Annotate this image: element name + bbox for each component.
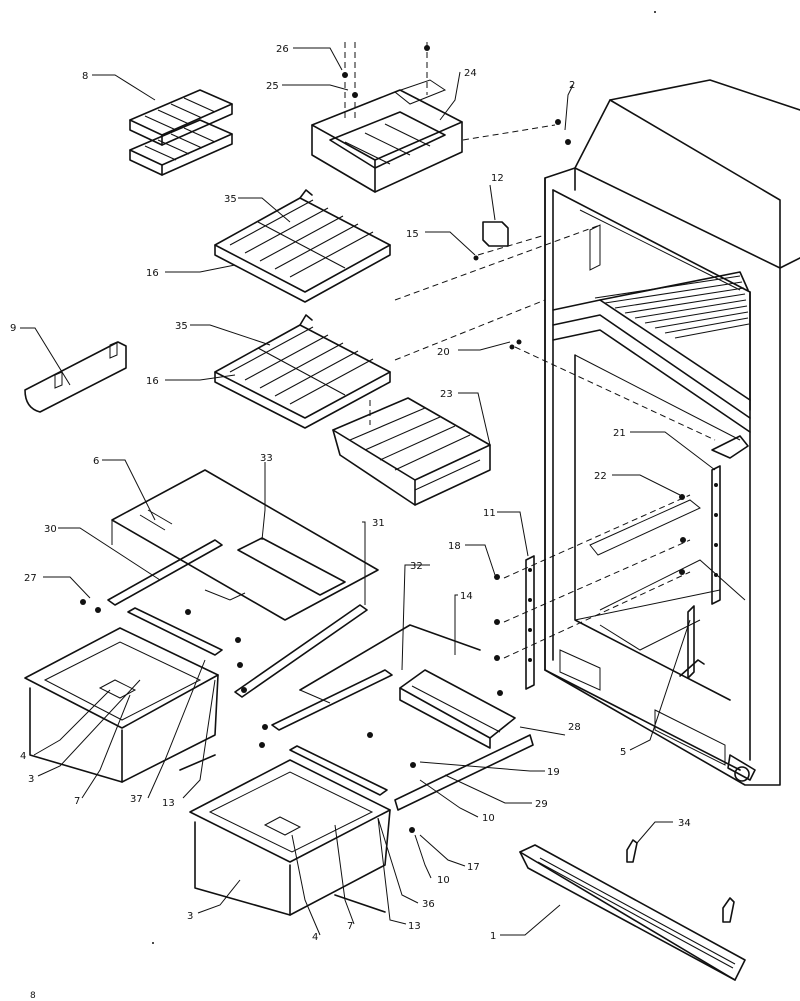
- drawer-screws: [80, 599, 416, 833]
- freezer-shelf-upper: [214, 189, 391, 303]
- door-bin-part-9: [24, 341, 127, 413]
- callout-6: 6: [93, 456, 99, 467]
- callout-10: 10: [437, 875, 450, 886]
- callout-7: 7: [347, 921, 353, 932]
- crisper-cover-part-6: [111, 469, 379, 621]
- callout-15: 15: [406, 229, 419, 240]
- page-number: 8: [30, 991, 36, 1001]
- drawer-slide-right: [271, 624, 534, 811]
- callout-19: 19: [547, 767, 560, 778]
- callout-22: 22: [594, 471, 607, 482]
- shelf-rail-part-11: [525, 555, 535, 690]
- callout-33: 33: [260, 453, 273, 464]
- callout-10: 10: [482, 813, 495, 824]
- freezer-shelf-lower: [214, 314, 391, 429]
- callout-16: 16: [146, 268, 159, 279]
- callout-20: 20: [437, 347, 450, 358]
- callout-13: 13: [162, 798, 175, 809]
- callout-35: 35: [224, 194, 237, 205]
- callout-12: 12: [491, 173, 504, 184]
- crisper-drawer-left: [24, 627, 219, 783]
- callout-24: 24: [464, 68, 477, 79]
- callout-36: 36: [422, 899, 435, 910]
- callout-26: 26: [276, 44, 289, 55]
- callout-2: 2: [569, 80, 575, 91]
- callout-11: 11: [483, 508, 496, 519]
- callout-23: 23: [440, 389, 453, 400]
- callout-30: 30: [44, 524, 57, 535]
- callout-1: 1: [490, 931, 496, 942]
- crisper-drawer-right: [189, 759, 391, 916]
- callout-9: 9: [10, 323, 16, 334]
- callout-17: 17: [467, 862, 480, 873]
- shelf-rail-part-21: [711, 435, 749, 605]
- mount-lines: [342, 42, 716, 659]
- wire-basket-part-23: [332, 397, 491, 506]
- callout-32: 32: [410, 561, 423, 572]
- callout-37: 37: [130, 794, 143, 805]
- callout-34: 34: [678, 818, 691, 829]
- callout-35: 35: [175, 321, 188, 332]
- screws: [473, 119, 686, 696]
- callout-14: 14: [460, 591, 473, 602]
- callout-31: 31: [372, 518, 385, 529]
- ice-trays-part-8: [129, 89, 233, 176]
- refrigerator-cabinet: [544, 79, 800, 786]
- callout-21: 21: [613, 428, 626, 439]
- ice-bin-part-24: [311, 79, 463, 193]
- callout-7: 7: [74, 796, 80, 807]
- cabinet-bracket-part-5: [679, 605, 705, 679]
- callout-29: 29: [535, 799, 548, 810]
- callout-25: 25: [266, 81, 279, 92]
- part-12-cover: [482, 221, 509, 247]
- callout-5: 5: [620, 747, 626, 758]
- callout-4: 4: [20, 751, 26, 762]
- callout-3: 3: [28, 774, 34, 785]
- callout-27: 27: [24, 573, 37, 584]
- callout-8: 8: [82, 71, 88, 82]
- toe-grille-part-1: [519, 844, 746, 981]
- callout-4: 4: [312, 932, 318, 943]
- drawer-slide-left: [107, 539, 368, 698]
- leader-lines: [20, 47, 716, 936]
- callout-13: 13: [408, 921, 421, 932]
- callout-28: 28: [568, 722, 581, 733]
- callout-labels: 1 2 3 3 4 4 5 6 7 7 8 9 10 10 11 12 13 1…: [10, 44, 691, 943]
- clip-part-34: [626, 839, 735, 923]
- callout-18: 18: [448, 541, 461, 552]
- callout-3: 3: [187, 911, 193, 922]
- callout-16: 16: [146, 376, 159, 387]
- crisper-cover-part-28: [399, 669, 516, 749]
